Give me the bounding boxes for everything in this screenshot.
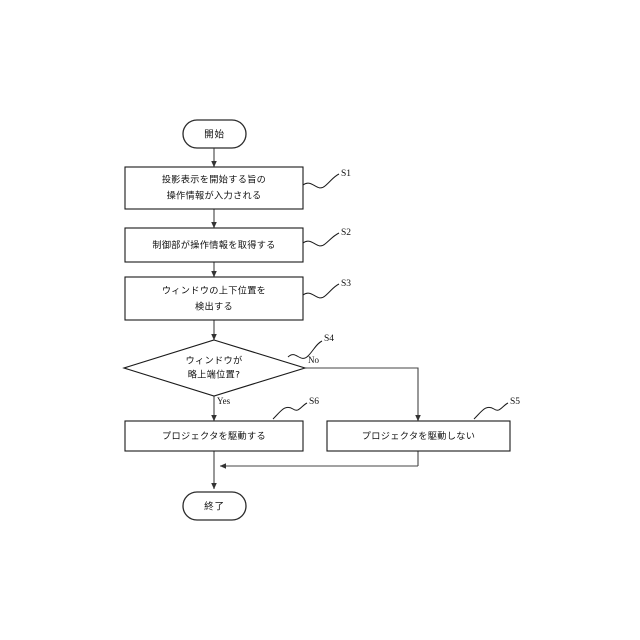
node-s6: プロジェクタを駆動する S6 [124, 397, 319, 452]
s5-box-shape [326, 420, 511, 452]
node-start: 開始 [182, 119, 247, 149]
node-s3: ウィンドウの上下位置を 検出する S3 [124, 276, 351, 321]
s6-label-line1: プロジェクタを駆動する [162, 431, 266, 442]
s5-step-label: S5 [510, 397, 520, 407]
s3-step-label: S3 [341, 279, 351, 289]
node-s1: 投影表示を開始する旨の 操作情報が入力される S1 [124, 166, 351, 210]
s1-step-label: S1 [341, 169, 351, 179]
s1-box-shape [124, 166, 304, 210]
s6-step-label: S6 [309, 397, 319, 407]
end-label: 終了 [204, 501, 225, 513]
s4-diamond-shape [122, 339, 307, 397]
node-s2: 制御部が操作情報を取得する S2 [124, 227, 351, 263]
node-end: 終了 [182, 491, 247, 521]
s3-label-line2: 検出する [195, 301, 233, 313]
s2-step-label: S2 [341, 228, 351, 238]
start-terminator-shape [182, 119, 247, 149]
s2-leader-line [302, 232, 340, 247]
end-terminator-shape [182, 491, 247, 521]
connectors [211, 148, 421, 490]
s4-step-label: S4 [324, 334, 334, 344]
s2-box-shape [124, 227, 304, 263]
node-s4: ウィンドウが 略上端位置? S4 No Yes [122, 334, 334, 406]
start-label: 開始 [204, 129, 225, 141]
s1-leader-line [302, 173, 340, 189]
s4-branch-no-label: No [308, 355, 319, 365]
s4-label-line1: ウィンドウが [186, 355, 243, 367]
s4-branch-yes-label: Yes [217, 396, 231, 406]
s2-label-line1: 制御部が操作情報を取得する [152, 239, 275, 251]
s1-label-line2: 操作情報が入力される [167, 190, 262, 202]
s5-leader-line [473, 402, 509, 420]
s3-box-shape [124, 276, 304, 321]
connector-s4-no-to-s5 [305, 367, 421, 422]
s1-label-line1: 投影表示を開始する旨の [162, 174, 266, 186]
s3-leader-line [302, 283, 340, 299]
s5-label-line1: プロジェクタを駆動しない [362, 431, 475, 442]
s6-box-shape [124, 420, 304, 452]
s6-leader-line [272, 402, 308, 420]
s4-label-line2: 略上端位置? [188, 369, 241, 381]
s3-label-line1: ウィンドウの上下位置を [162, 285, 266, 297]
s4-leader-line [287, 340, 323, 359]
node-s5: プロジェクタを駆動しない S5 [326, 397, 520, 452]
